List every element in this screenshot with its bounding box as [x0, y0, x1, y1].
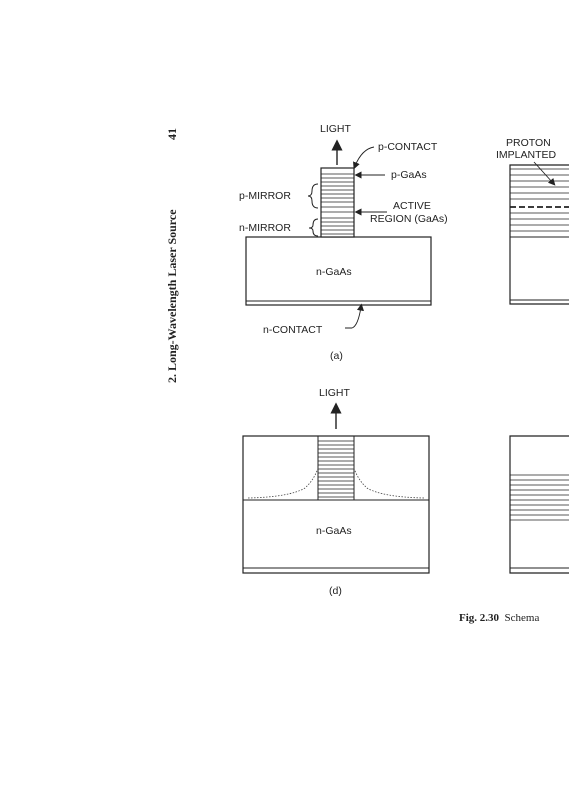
panel-d-mesa	[317, 436, 355, 500]
panel-a-substrate-label: n-GaAs	[316, 266, 352, 278]
panel-d-light-label: LIGHT	[319, 387, 351, 399]
panel-a-light-label: LIGHT	[320, 123, 352, 135]
panel-a-n-contact-label: n-CONTACT	[263, 324, 323, 336]
panel-a-p-gaas-label: p-GaAs	[391, 169, 427, 181]
panel-a-active-label-1: ACTIVE	[393, 200, 431, 212]
panel-a-n-contact-leader	[345, 303, 364, 329]
panel-a-p-contact-label: p-CONTACT	[378, 141, 438, 153]
panel-b-outline	[509, 164, 569, 305]
panel-a-label: (a)	[330, 350, 343, 362]
panel-e	[509, 435, 569, 574]
caption-number: Fig. 2.30	[459, 612, 500, 624]
panel-d-outline	[242, 435, 430, 574]
panel-a-p-contact-leader	[353, 146, 375, 170]
caption-text: Schema	[504, 612, 540, 624]
panel-a-mesa	[320, 167, 355, 238]
panel-e-outline	[509, 435, 569, 574]
panel-b: PROTON IMPLANTED	[496, 137, 569, 305]
figure-caption: Fig. 2.30 Schema	[459, 612, 539, 624]
panel-d: LIGHT	[242, 387, 430, 597]
panel-a-p-mirror-label: p-MIRROR	[239, 190, 291, 202]
panel-d-substrate-label: n-GaAs	[316, 525, 352, 537]
panel-b-proton-label-1: PROTON	[506, 137, 551, 149]
panel-a-active-label-2: REGION (GaAs)	[370, 213, 448, 225]
panel-a-p-mirror-brace	[307, 183, 319, 209]
panel-d-label: (d)	[329, 585, 342, 597]
panel-d-left-curve	[247, 467, 319, 499]
panel-d-right-curve	[353, 467, 425, 499]
panel-b-proton-label-2: IMPLANTED	[496, 149, 557, 161]
panel-a-n-mirror-brace	[308, 218, 319, 237]
panel-a: LIGHT p-CONTACT p-GaAs p-MIRROR ACTIVE R…	[239, 123, 448, 362]
panel-a-n-mirror-label: n-MIRROR	[239, 222, 291, 234]
